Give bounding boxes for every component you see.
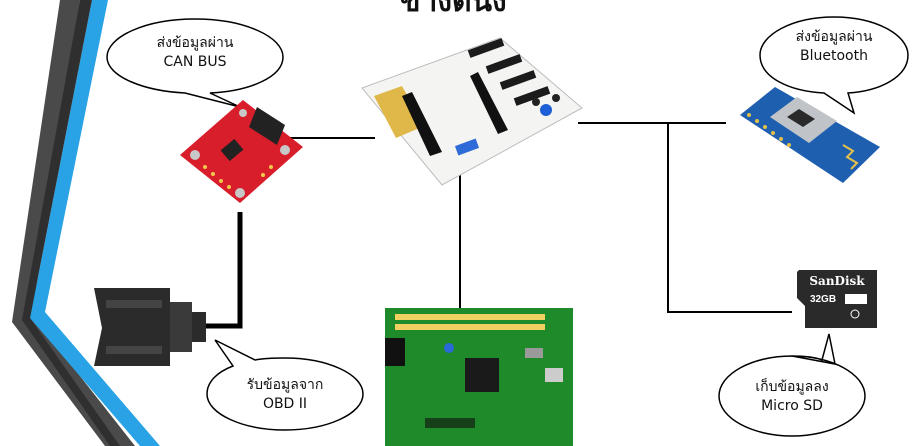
gray-stripe xyxy=(12,0,135,446)
sd-capacity-label: 32GB xyxy=(810,294,836,305)
microsd-card-image: SanDisk 32GB xyxy=(797,270,877,328)
callout-can-bus-line2: CAN BUS xyxy=(163,54,227,70)
obd-connector-image xyxy=(94,288,206,366)
left-decoration xyxy=(12,0,160,446)
callout-microsd: เก็บข้อมูลลง Micro SD xyxy=(717,332,867,440)
callout-bluetooth-line2: Bluetooth xyxy=(800,48,868,64)
callout-microsd-line2: Micro SD xyxy=(761,398,823,414)
stm32-board-image xyxy=(385,308,573,446)
line-main-to-sd xyxy=(660,122,792,313)
callout-can-bus-line1: ส่งข้อมูลผ่าน xyxy=(156,35,234,51)
blue-stripe xyxy=(30,0,160,446)
title-fragment: ข้างต้นง xyxy=(400,0,507,19)
line-obd-to-can xyxy=(205,212,243,329)
callout-obd-line2: OBD II xyxy=(262,396,308,412)
callout-microsd-line1: เก็บข้อมูลลง xyxy=(755,379,829,395)
dark-stripe xyxy=(22,0,120,446)
callout-obd: รับข้อมูลจาก OBD II xyxy=(205,338,365,433)
callout-obd-line1: รับข้อมูลจาก xyxy=(246,377,324,393)
main-board-image xyxy=(361,37,583,186)
can-bus-module-image xyxy=(180,100,303,203)
callout-bluetooth: ส่งข้อมูลผ่าน Bluetooth xyxy=(758,15,910,115)
callout-bluetooth-line1: ส่งข้อมูลผ่าน xyxy=(795,29,873,45)
sd-brand-label: SanDisk xyxy=(809,274,865,288)
callout-can-bus: ส่งข้อมูลผ่าน CAN BUS xyxy=(105,17,285,108)
bluetooth-module-image xyxy=(740,87,880,183)
